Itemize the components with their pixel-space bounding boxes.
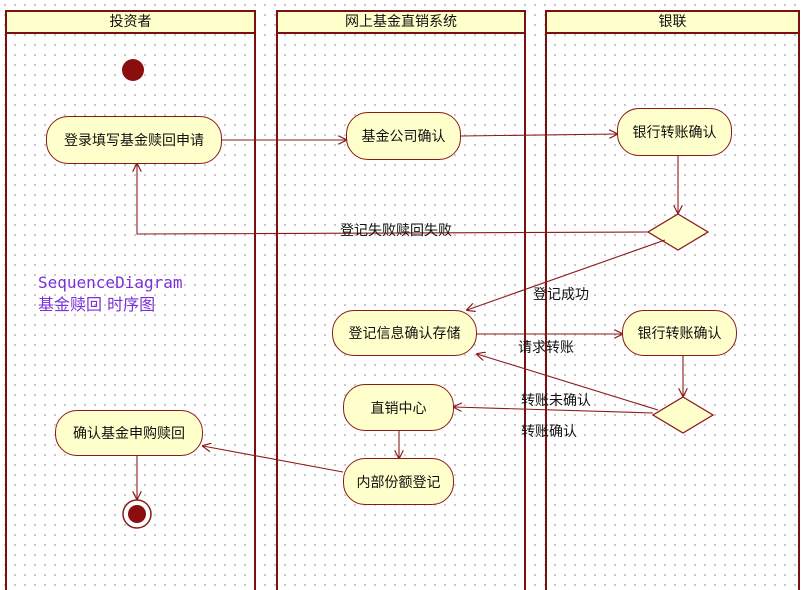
lane-system-title: 网上基金直销系统 bbox=[278, 10, 524, 34]
label-request-transfer: 请求转账 bbox=[518, 340, 574, 356]
decision-diamond-1 bbox=[646, 213, 710, 251]
edge-internal-to-confirm bbox=[203, 446, 344, 473]
lane-investor: 投资者 bbox=[5, 10, 256, 590]
node-direct-center: 直销中心 bbox=[343, 384, 454, 431]
final-node-core bbox=[128, 505, 146, 523]
node-bank-confirm-2: 银行转账确认 bbox=[622, 310, 737, 356]
node-internal-register: 内部份额登记 bbox=[343, 458, 454, 505]
lane-system: 网上基金直销系统 bbox=[276, 10, 526, 590]
edge-diamond1-fail bbox=[137, 164, 649, 235]
note-line-2: 基金赎回 时序图 bbox=[38, 295, 156, 314]
lane-investor-title: 投资者 bbox=[7, 10, 254, 34]
lane-unionpay: 银联 bbox=[545, 10, 800, 590]
label-transfer-unconfirmed: 转账未确认 bbox=[521, 393, 591, 409]
node-confirm-redeem: 确认基金申购赎回 bbox=[55, 410, 203, 456]
label-transfer-confirmed: 转账确认 bbox=[521, 424, 577, 440]
initial-node bbox=[122, 59, 144, 81]
edge-diamond1-success bbox=[467, 239, 666, 310]
decision-diamond-2 bbox=[651, 396, 715, 434]
edge-diamond2-to-center bbox=[454, 407, 654, 414]
note-line-1: SequenceDiagram bbox=[38, 273, 183, 292]
node-login-apply: 登录填写基金赎回申请 bbox=[46, 116, 222, 164]
diagram-note: SequenceDiagram 基金赎回 时序图 bbox=[38, 272, 183, 316]
label-register-fail: 登记失败赎回失败 bbox=[340, 222, 452, 239]
node-fund-confirm: 基金公司确认 bbox=[346, 112, 461, 160]
node-bank-confirm-1: 银行转账确认 bbox=[617, 108, 732, 156]
lane-unionpay-title: 银联 bbox=[547, 10, 798, 34]
edge-fund-to-bank1 bbox=[460, 134, 617, 136]
node-register-store: 登记信息确认存储 bbox=[332, 310, 477, 356]
edge-diamond2-to-register bbox=[477, 354, 659, 411]
label-register-success: 登记成功 bbox=[533, 287, 589, 303]
diagram-edges: 登记失败赎回失败 登记成功 请求转账 转账未确认 转账确认 bbox=[122, 59, 715, 529]
